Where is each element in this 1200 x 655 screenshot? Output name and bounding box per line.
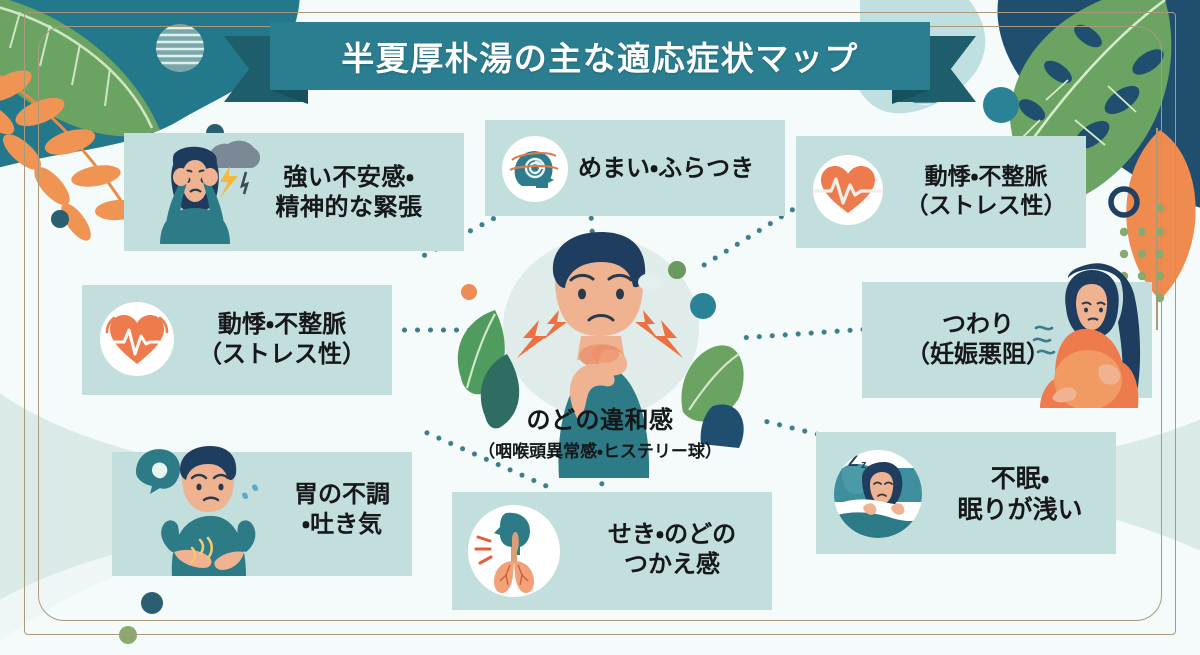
banner-band: 半夏厚朴湯の主な適応症状マップ: [270, 22, 930, 90]
node-label-stomach: 胃の不調 ・吐き気: [294, 481, 390, 538]
node-label-anxiety: 強い不安感・ 精神的な緊張: [275, 164, 423, 221]
center-illustration: [455, 228, 745, 478]
pregnant-woman-icon: [1032, 263, 1141, 408]
center-label-main: のどの違和感: [526, 407, 674, 434]
pain-waves: [190, 536, 214, 564]
leaves-behind-center: [457, 310, 744, 448]
node-label-cough: せき・のどの つかえ感: [607, 521, 737, 578]
man-holding-stomach: [161, 446, 258, 576]
orange-dot-center-left: [461, 284, 477, 300]
node-label-palpitations-right: 動悸・不整脈 （ストレス性）: [905, 163, 1067, 218]
lungs-airway-icon: [468, 505, 560, 597]
center-label-sub: （咽喉頭異常感・ヒステリー球）: [478, 442, 722, 461]
pain-bolt-right: [635, 310, 683, 358]
sleeping-woman-zz-icon: Z z: [834, 450, 922, 538]
cough-lines: [474, 535, 493, 565]
svg-text:z: z: [861, 459, 867, 471]
teal-dot-center-right: [690, 293, 716, 319]
svg-text:Z: Z: [848, 451, 858, 470]
heart-beat-icon: [100, 302, 174, 376]
node-label-dizziness: めまい・ふらつき: [578, 155, 755, 182]
dizzy-head-spiral-icon: [502, 136, 568, 202]
frame-outer-border: [24, 12, 1176, 635]
center-label: のどの違和感 （咽喉頭異常感・ヒステリー球）: [478, 400, 722, 462]
stressed-person-storm-cloud-icon: [160, 140, 260, 244]
node-label-palpitations-left: 動悸・不整脈 （ストレス性）: [198, 311, 366, 368]
man-stomach-ache-icon: [136, 446, 258, 576]
connector-to-palpitations-left: [398, 327, 520, 333]
sweat-drops: [242, 484, 258, 499]
node-label-morning-sickness: つわり （妊娠悪阻）: [906, 311, 1050, 368]
man-touching-throat-illustration: [457, 232, 744, 478]
pain-bolt-left: [517, 310, 567, 358]
heart-ecg-icon: [813, 155, 883, 225]
green-dot-center-right: [668, 261, 686, 279]
man-figure: [517, 232, 683, 478]
page-title: 半夏厚朴湯の主な適応症状マップ: [341, 40, 859, 77]
title-banner: 半夏厚朴湯の主な適応症状マップ: [224, 22, 976, 104]
pale-oval-center: [638, 273, 664, 291]
wave-bubble: [136, 449, 181, 494]
node-label-insomnia: 不眠・ 眠りが浅い: [957, 465, 1083, 524]
